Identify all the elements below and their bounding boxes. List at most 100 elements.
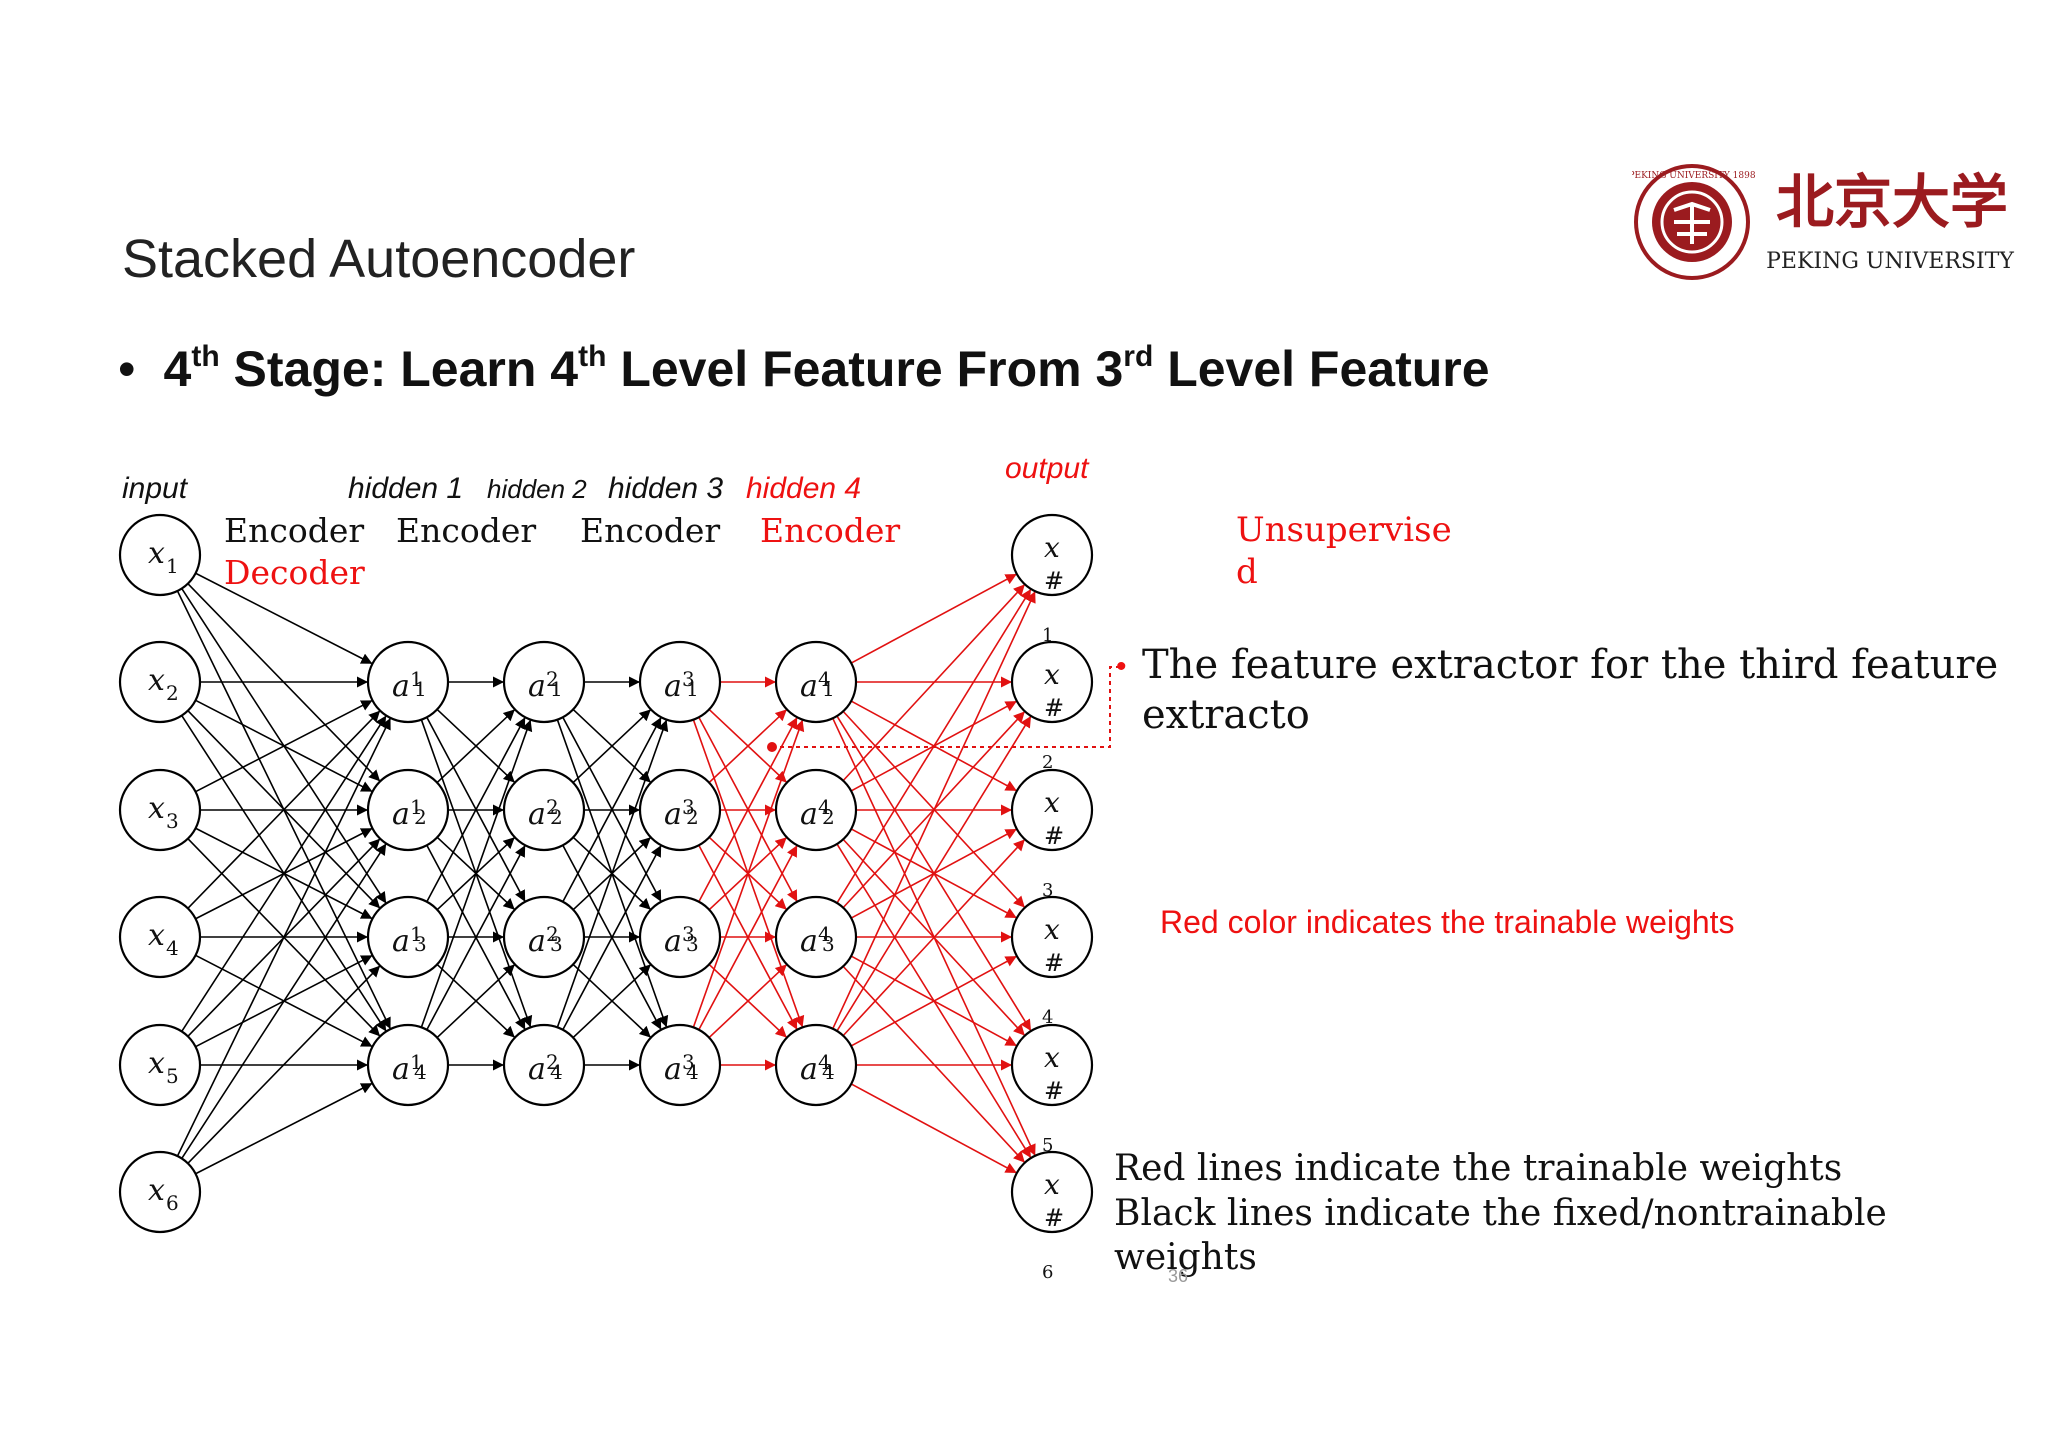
weight-h4-output <box>850 955 1018 1047</box>
hidden-symbol: a <box>392 924 410 959</box>
hidden-symbol: a <box>528 797 546 832</box>
input-symbol: x <box>148 1173 165 1208</box>
output-node-6: x #6 <box>1010 1150 1094 1283</box>
feature-bullet-icon: • <box>1116 650 1127 683</box>
red-color-note: Red color indicates the trainable weight… <box>1160 904 1735 940</box>
weight-h4-output <box>850 573 1018 664</box>
output-hat-mark: # <box>1044 1204 1064 1232</box>
hidden-superscript: 2 <box>546 922 559 946</box>
output-subscript: 1 <box>1042 625 1053 646</box>
output-symbol: x <box>1044 531 1060 564</box>
weight-h4-output <box>836 715 1032 1032</box>
hidden-superscript: 2 <box>546 667 559 691</box>
slide-title: Stacked Autoencoder <box>122 229 636 289</box>
label-input: input <box>122 472 188 505</box>
weight-h1-h2 <box>426 844 526 1031</box>
input-symbol: x <box>148 918 165 953</box>
weight-h1-h2 <box>436 708 516 784</box>
stage-sup-2: rd <box>1123 340 1154 373</box>
weight-h3-h4 <box>708 708 788 784</box>
hidden-subscript: 3 <box>686 932 699 956</box>
hidden-superscript: 2 <box>546 1050 559 1074</box>
hidden-superscript: 4 <box>818 795 831 819</box>
hidden-symbol: a <box>392 1052 410 1087</box>
weight-h2-h3 <box>572 708 652 784</box>
hidden-symbol: a <box>664 924 682 959</box>
stage-text-1: Stage: Learn 4 <box>219 341 579 397</box>
output-symbol: x <box>1044 1041 1060 1074</box>
bullet-icon: • <box>118 341 136 397</box>
input-symbol: x <box>148 536 165 571</box>
weight-h4-output <box>850 1083 1018 1174</box>
logo-chinese-name: 北京大学 <box>1776 168 2008 236</box>
hidden-symbol: a <box>664 1052 682 1087</box>
university-seal-icon: PEKING UNIVERSITY 1898 北京大学 PEKING UNIVE… <box>1628 164 2014 280</box>
label-hidden-1: hidden 1 <box>348 472 464 505</box>
callout-dot <box>767 742 777 752</box>
encoder-label-4: Encoder <box>760 511 901 550</box>
hidden-symbol: a <box>664 669 682 704</box>
hidden-superscript: 3 <box>682 922 695 946</box>
unsupervised-label-line-2: d <box>1236 552 1258 592</box>
output-hat-mark: # <box>1044 822 1064 850</box>
hidden-superscript: 4 <box>818 922 831 946</box>
hidden-subscript: 1 <box>686 677 699 701</box>
decoder-label: Decoder <box>224 553 365 592</box>
weight-h2-h3 <box>562 844 662 1031</box>
hidden-superscript: 1 <box>410 922 423 946</box>
page-number: 36 <box>1168 1266 1189 1286</box>
stage-num: 4 <box>163 341 192 397</box>
output-symbol: x <box>1044 1168 1060 1201</box>
weight-input-h1 <box>187 710 381 909</box>
output-hat-mark: # <box>1044 567 1064 595</box>
stage-sup-1: th <box>578 340 607 373</box>
hidden-symbol: a <box>800 669 818 704</box>
logo-english-name: PEKING UNIVERSITY <box>1766 249 2014 274</box>
output-symbol: x <box>1044 786 1060 819</box>
seal-text: PEKING UNIVERSITY 1898 <box>1632 171 1756 181</box>
university-logo: PEKING UNIVERSITY 1898 北京大学 PEKING UNIVE… <box>1628 160 2022 290</box>
hidden-subscript: 3 <box>550 932 563 956</box>
weight-input-h1 <box>195 699 373 793</box>
output-subscript: 6 <box>1042 1262 1053 1283</box>
stage-text-3: Level Feature <box>1153 341 1490 397</box>
output-node-5: x#5 <box>1010 1023 1094 1156</box>
hidden-subscript: 4 <box>822 1060 835 1084</box>
weight-h3-h4 <box>708 963 788 1039</box>
weight-h2-h3 <box>572 963 652 1039</box>
red-lines-note: Red lines indicate the trainable weights <box>1114 1148 1843 1189</box>
encoder-label-3: Encoder <box>580 511 721 550</box>
feature-extractor-note-line-1: The feature extractor for the third feat… <box>1142 642 1999 688</box>
hidden-subscript: 3 <box>414 932 427 956</box>
output-symbol: x <box>1044 913 1060 946</box>
hidden-subscript: 4 <box>686 1060 699 1084</box>
output-hat-mark: # <box>1044 949 1064 977</box>
hidden-symbol: a <box>528 669 546 704</box>
hidden-superscript: 1 <box>410 795 423 819</box>
weight-input-h1 <box>187 965 381 1164</box>
weight-h2-h3 <box>556 719 669 1028</box>
weight-input-h1 <box>181 843 387 1159</box>
hidden-symbol: a <box>664 797 682 832</box>
weight-input-h1 <box>195 572 373 665</box>
input-symbol: x <box>148 791 165 826</box>
weight-input-h1 <box>195 1082 373 1175</box>
weight-input-h1 <box>176 717 392 1157</box>
hidden-superscript: 4 <box>818 667 831 691</box>
hidden-superscript: 3 <box>682 795 695 819</box>
output-subscript: 2 <box>1042 752 1053 773</box>
